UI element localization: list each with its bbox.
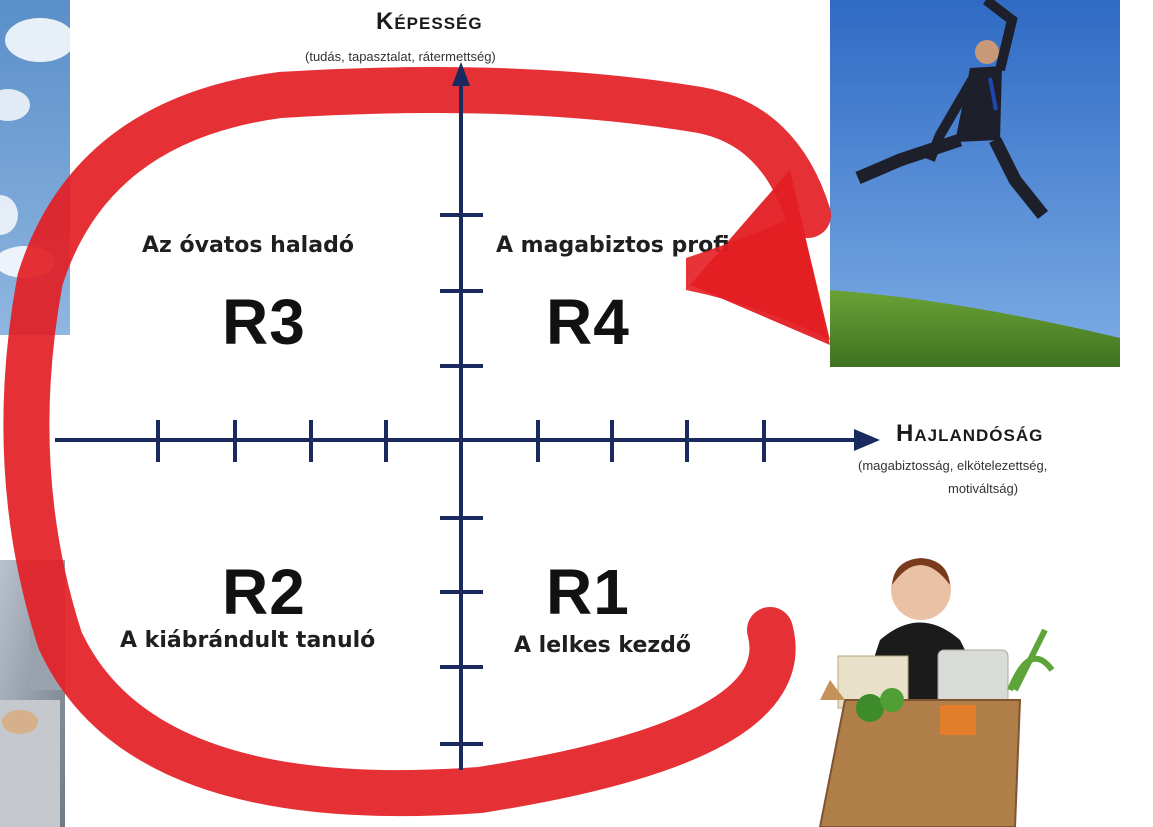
horizontal-axis-arrowhead <box>854 429 880 451</box>
horizontal-axis-title: Hajlandóság <box>896 420 1044 447</box>
quadrant-r3-code: R3 <box>222 286 306 358</box>
woman-with-box-photo <box>818 558 1055 827</box>
quadrant-r1-code: R1 <box>546 556 630 628</box>
horizontal-axis-ticks <box>156 420 766 462</box>
vertical-axis-arrowhead <box>452 62 470 86</box>
quadrant-r1-label: A lelkes kezdő <box>514 633 692 658</box>
quadrant-r4-label: A magabiztos profi <box>496 233 730 258</box>
cycle-arrow-path <box>3 67 831 817</box>
horizontal-axis-subtitle-line2: motiváltság) <box>948 481 1019 496</box>
vertical-axis-ticks <box>440 213 483 746</box>
quadrant-r4-code: R4 <box>546 286 630 358</box>
quadrant-r3-label: Az óvatos haladó <box>142 233 354 258</box>
vertical-axis-title: Képesség <box>376 8 483 35</box>
vertical-axis-subtitle: (tudás, tapasztalat, rátermettség) <box>305 49 496 64</box>
quadrant-r2-label: A kiábrándult tanuló <box>120 628 376 653</box>
horizontal-axis-subtitle-line1: (magabiztosság, elkötelezettség, <box>858 458 1048 473</box>
quadrant-r2-code: R2 <box>222 556 306 628</box>
jumping-businessman-photo <box>830 0 1120 367</box>
